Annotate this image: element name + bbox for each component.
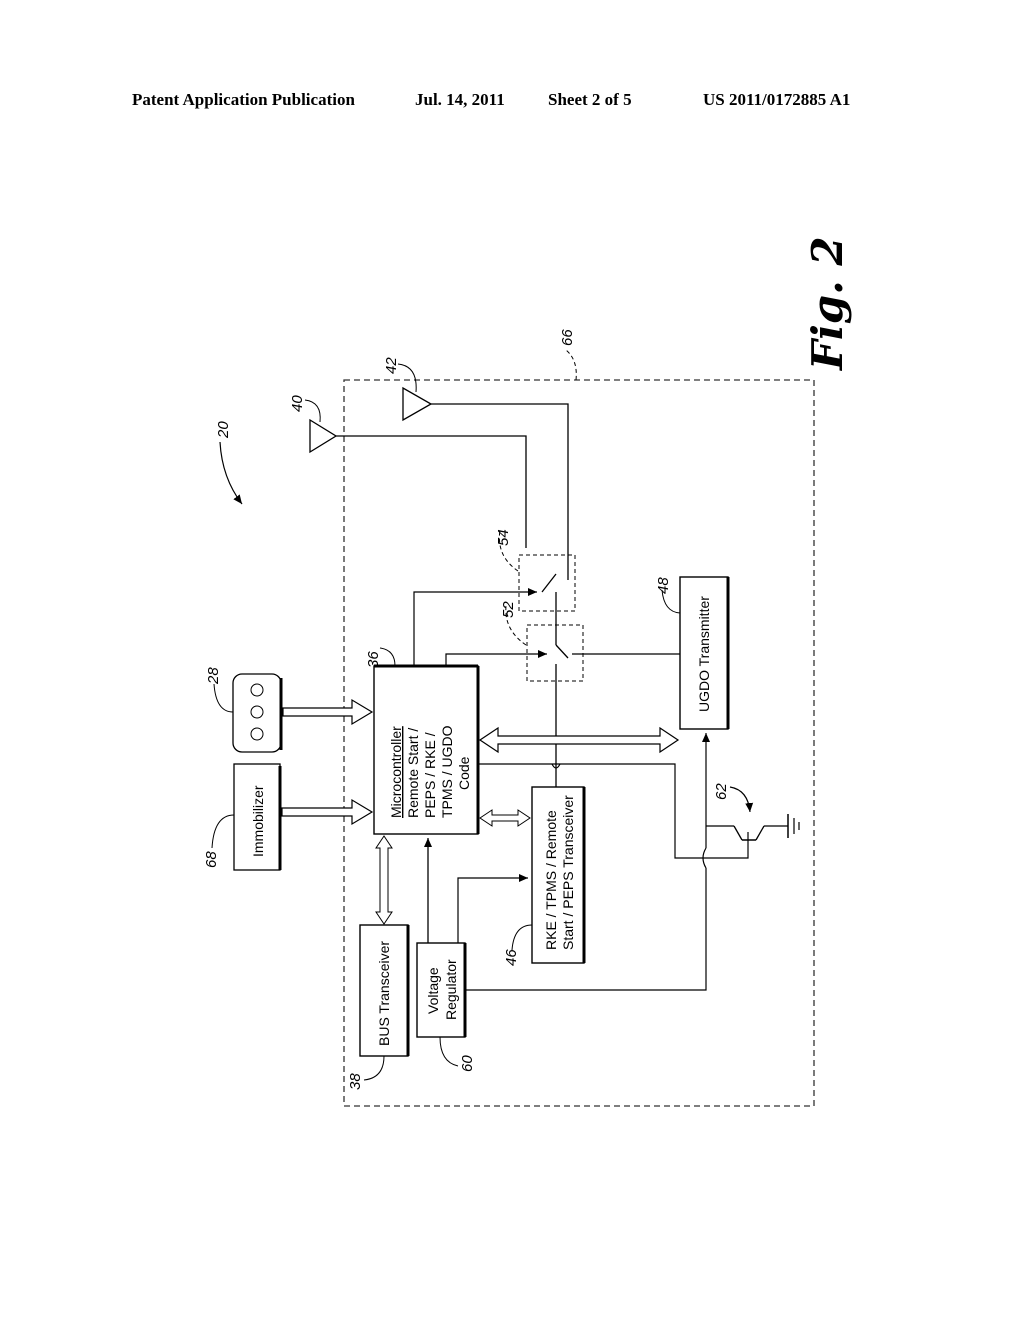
switch-52-ref: 52 (500, 601, 517, 618)
rke-transceiver-line: RKE / TPMS / Remote (543, 810, 559, 950)
system-ref: 20 (215, 421, 232, 439)
immobilizer-ref: 68 (203, 851, 220, 868)
immobilizer-bus-arrow (281, 798, 374, 826)
enclosure-leader (565, 349, 577, 381)
keypad-button-icon (250, 683, 264, 697)
antenna-40-ref: 40 (289, 395, 306, 412)
rke-transceiver-line: Start / PEPS Transceiver (560, 795, 576, 950)
keypad-bus-arrow (282, 698, 374, 726)
bus-transceiver-ref: 38 (347, 1073, 364, 1090)
keypad-ref: 28 (205, 667, 222, 685)
microcontroller-line: Remote Start / (405, 728, 421, 818)
immobilizer-label: Immobilizer (250, 785, 266, 857)
antenna-40-icon (309, 418, 338, 454)
antenna-42-line (431, 403, 569, 580)
publication-date: Jul. 14, 2011 (415, 90, 505, 109)
enclosure-66 (343, 379, 815, 1107)
switch-54 (518, 554, 576, 612)
voltage-regulator-ref: 60 (459, 1055, 476, 1072)
switch-54-ref: 54 (495, 529, 512, 546)
microcontroller-line: Code (456, 756, 472, 790)
system-arrow (219, 441, 243, 505)
microcontroller-line: PEPS / RKE / (422, 732, 438, 818)
keypad-button-icon (250, 705, 264, 719)
ugdo-transmitter-label: UGDO Transmitter (696, 596, 712, 712)
micro-rke-bus-arrow (479, 809, 531, 827)
ugdo-transmitter-ref: 48 (655, 577, 672, 594)
micro-bus-transceiver-arrow (375, 835, 393, 925)
transistor-62-icon (733, 825, 788, 841)
rke-transceiver-ref: 46 (503, 949, 520, 966)
voltage-regulator-60 (416, 942, 466, 1038)
microcontroller-title: Microcontroller (388, 726, 404, 818)
microcontroller-line: TPMS / UGDO (439, 725, 455, 818)
publication-title: Patent Application Publication (132, 90, 355, 109)
rke-transceiver-46 (531, 786, 585, 964)
patent-number: US 2011/0172885 A1 (703, 90, 851, 109)
keypad-button-icon (250, 727, 264, 741)
antenna-42-ref: 42 (383, 357, 400, 374)
ground-icon (787, 814, 800, 838)
switch-52 (526, 624, 584, 682)
figure-label: Fig. 2 (803, 236, 852, 371)
antenna-42-icon (402, 386, 433, 422)
microcontroller-ref: 36 (365, 651, 382, 668)
voltage-regulator-line: Voltage (425, 967, 441, 1014)
bus-transceiver-label: BUS Transceiver (376, 941, 392, 1046)
micro-ugdo-bus-arrow (478, 726, 680, 754)
voltage-regulator-line: Regulator (443, 959, 459, 1020)
sheet-number: Sheet 2 of 5 (548, 90, 632, 109)
antenna-40-line (336, 435, 527, 548)
bus-transceiver-38 (359, 924, 409, 1057)
page-header: Patent Application Publication Jul. 14, … (0, 90, 1024, 120)
transistor-ref: 62 (713, 783, 730, 800)
enclosure-ref: 66 (559, 329, 576, 346)
